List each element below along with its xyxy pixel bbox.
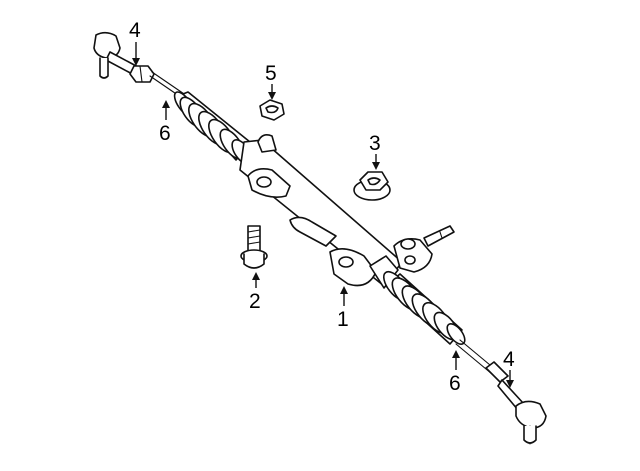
bolt-part-2: [240, 225, 268, 269]
flange-nut-part-3: [353, 171, 391, 201]
pinion-valve: [393, 225, 455, 273]
outer-tie-rod-end-right: [497, 379, 547, 445]
leader-arrows: [132, 42, 514, 388]
callout-2: 2: [249, 290, 261, 313]
callout-6-right: 6: [449, 372, 461, 395]
callout-3: 3: [369, 132, 381, 155]
boot-left: [173, 91, 253, 165]
callout-5: 5: [265, 62, 277, 85]
inner-tie-rod-right: [455, 339, 509, 383]
boot-right: [382, 270, 466, 345]
callout-4-right: 4: [503, 348, 515, 371]
nut-part-5: [259, 99, 285, 121]
jam-nut-left: [129, 65, 155, 83]
rack-housing: [239, 134, 403, 289]
callout-1: 1: [337, 308, 349, 331]
callout-6-left: 6: [159, 122, 171, 145]
callout-4-left: 4: [129, 19, 141, 42]
